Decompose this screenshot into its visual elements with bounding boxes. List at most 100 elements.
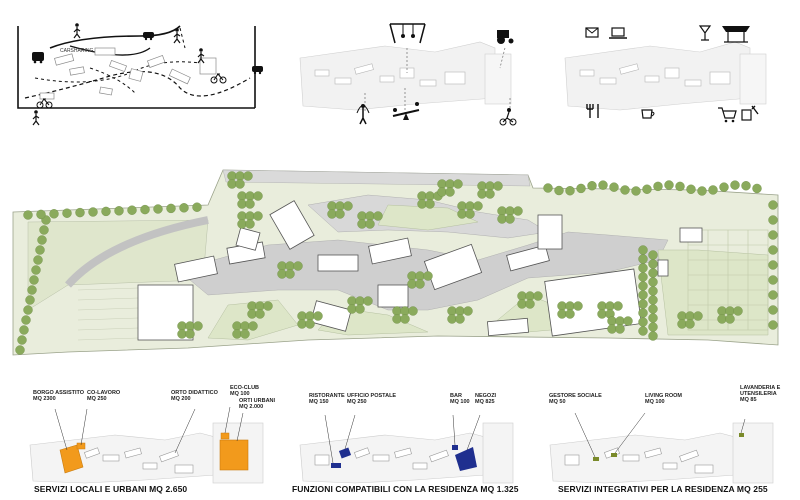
tree [407,279,417,289]
tree [355,296,365,306]
tree [293,261,303,271]
tree [365,219,375,229]
tree [39,225,49,235]
tree [327,201,337,211]
tree [31,265,41,275]
tree [565,309,575,319]
tree [477,181,487,191]
pedestrian-icon [173,28,181,44]
tree [675,181,685,192]
tree [638,281,648,291]
tree [565,186,575,196]
gestore-sociale-area [593,457,599,461]
services-diagram-svg [564,25,767,123]
tree [17,335,27,345]
tree [648,295,658,305]
tree [505,214,515,224]
tree [768,275,778,285]
label-co-lavoro: CO-LAVORO MQ 250 [87,390,121,402]
tree [648,250,658,260]
tree [615,316,625,326]
tree [445,187,455,197]
label-living-room: LIVING ROOM MQ 100 [645,393,682,405]
shopping-cart-icon [718,107,737,123]
tree [408,306,418,316]
pedestrian-icon [73,23,81,39]
tree [313,311,323,321]
tree [27,285,37,295]
tree [554,185,564,196]
tree [25,295,35,305]
tree [335,201,345,211]
car-icon [252,66,263,75]
tree [347,304,357,314]
tree [36,209,46,220]
tree [741,181,751,191]
ristorante-area [331,463,341,468]
tree [417,191,427,201]
tree [277,261,287,271]
tree [557,309,567,319]
tree [297,319,307,329]
tree [305,311,315,321]
tree [227,171,237,181]
caption-compatible-functions: FUNZIONI COMPATIBILI CON LA RESIDENZA MQ… [292,484,519,494]
tree [457,209,467,219]
masterplan [8,160,793,365]
tree [693,311,703,321]
market-stall-icon [722,26,750,43]
label-ristorante: RISTORANTE MQ 150 [309,393,345,405]
tree [517,291,527,301]
tree [505,206,515,216]
tree [247,301,257,311]
negozi-area [455,447,477,471]
tree [733,306,743,316]
tree [245,199,255,209]
pedestrian-icon [32,110,40,126]
cyclist-icon [499,108,517,126]
tree [708,185,718,195]
tree [607,324,617,334]
ufficio-postale-area [338,447,352,459]
tree [423,271,433,281]
bicycle-icon [210,73,227,84]
tree [365,211,375,221]
tree [49,209,59,219]
tree [543,183,553,193]
tree [638,254,648,264]
tree [373,211,383,221]
bottom-panel-integrative-services: GESTORE SOCIALE MQ 50 LIVING ROOM MQ 100… [545,385,790,485]
tree [166,203,176,214]
living-room-area [611,453,617,457]
tree [685,319,695,329]
tree [297,311,307,321]
tree [717,314,727,324]
coffee-icon [641,109,655,119]
tree [185,321,195,331]
tree [648,322,658,332]
bottom-panel-local-services: BORGO ASSISTITO MQ 2300 CO-LAVORO MQ 250… [25,385,285,485]
tree [648,313,658,323]
tree [245,219,255,229]
tree [613,301,623,311]
compatible-functions-map [299,414,514,484]
tree [285,269,295,279]
tree [237,211,247,221]
leisure-diagram-svg [299,23,517,126]
label-bar: BAR MQ 100 [450,393,470,405]
tree [597,309,607,319]
tree [245,211,255,221]
label-orto-didattico: ORTO DIDATTICO MQ 200 [171,390,218,402]
tree [285,261,295,271]
tree [768,320,778,330]
seesaw-icon [392,102,420,120]
tree [517,299,527,309]
co-lavoro-area [76,442,86,450]
tree [725,306,735,316]
tree [631,186,641,196]
tree [686,184,696,194]
lavanderia-area [739,433,744,437]
tree [653,181,663,192]
tree [179,203,189,213]
eco-club-area [220,432,230,440]
